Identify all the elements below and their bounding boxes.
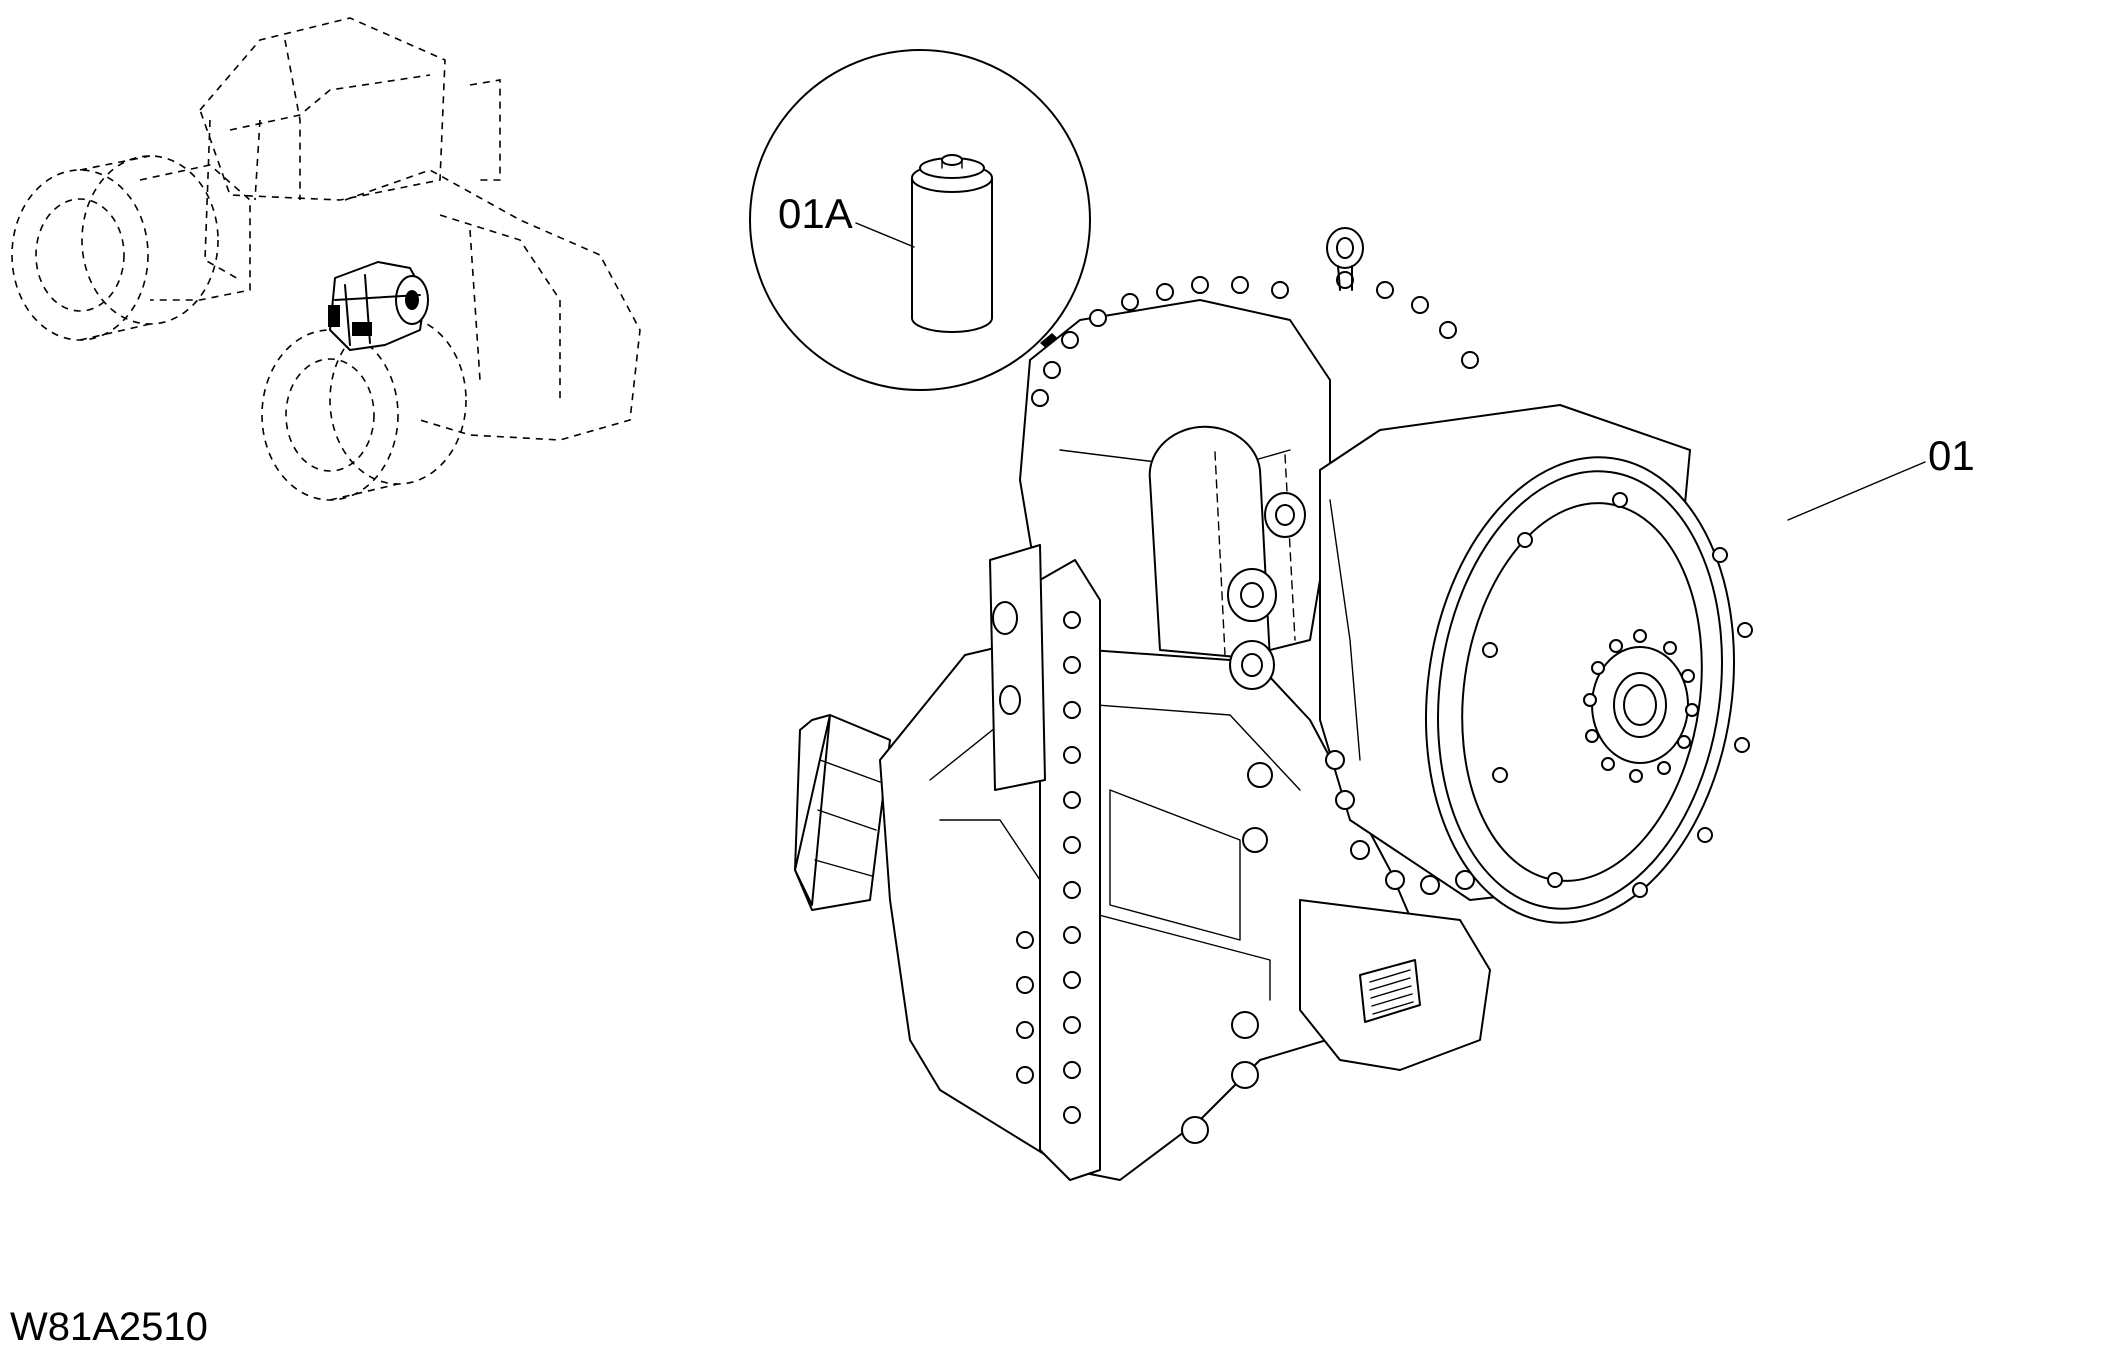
engine-mounting-flange (1424, 456, 1753, 924)
input-hub (1583, 629, 1699, 783)
callout-label-01: 01 (1928, 432, 1975, 479)
side-flange (1016, 559, 1101, 1181)
machine-locator-view (11, 17, 641, 501)
filter-mount-ports (1181, 492, 1306, 1144)
callout-label-01a: 01A (778, 190, 853, 237)
identification-plate (1359, 959, 1421, 1023)
control-valve-block (989, 544, 1046, 791)
rear-frame (139, 164, 251, 301)
left-output-flange (794, 714, 891, 911)
callout-leader-01 (1787, 461, 1926, 521)
front-chassis (344, 169, 641, 441)
figure-code: W81A2510 (10, 1305, 208, 1349)
oil-filter-cartridge (911, 154, 993, 333)
upper-flange-bolts (1031, 271, 1479, 407)
rear-wheel (11, 155, 219, 341)
transmission-location-highlight (328, 261, 429, 351)
transmission-assembly (794, 227, 1926, 1181)
cab-outline (199, 17, 501, 281)
lifting-eye (1326, 227, 1364, 291)
